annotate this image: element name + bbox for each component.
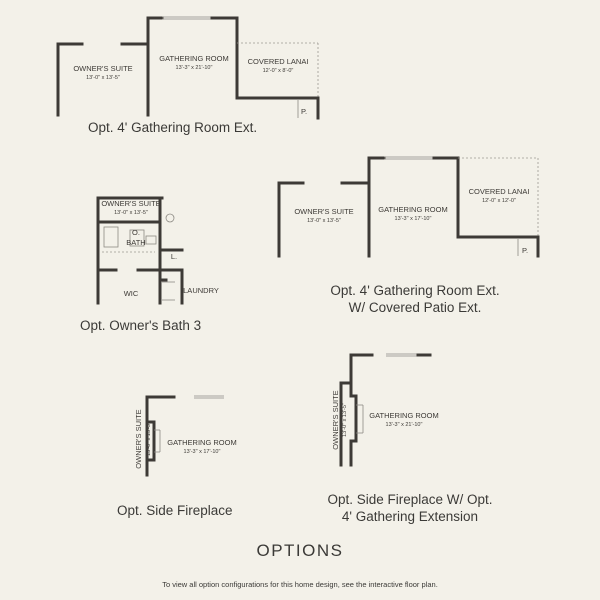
caption-line-1: Opt. Side Fireplace W/ Opt.: [327, 492, 493, 507]
owners-suite-label: OWNER'S SUITE: [101, 199, 160, 208]
gathering-room-label: GATHERING ROOM: [167, 438, 236, 447]
covered-lanai-label: COVERED LANAI: [248, 57, 309, 66]
plan-side-fireplace-gathering-ext: OWNER'S SUITE 13'-0" x 13'-5" GATHERING …: [331, 353, 439, 467]
caption-gathering-patio: Opt. 4' Gathering Room Ext. W/ Covered P…: [300, 282, 530, 316]
plan-owners-bath: OWNER'S SUITE 13'-0" x 13'-5" O. BATH L.…: [96, 196, 219, 305]
caption-side-fireplace: Opt. Side Fireplace: [117, 503, 233, 518]
caption-owners-bath: Opt. Owner's Bath 3: [80, 318, 202, 333]
owners-suite-label: OWNER'S SUITE: [331, 390, 340, 449]
owners-suite-label: OWNER'S SUITE: [73, 64, 132, 73]
pantry-label: P.: [301, 107, 307, 116]
owners-suite-dim: 13'-0" x 13'-5": [146, 422, 152, 456]
laundry-label: LAUNDRY: [183, 286, 219, 295]
linen-label: L.: [171, 252, 177, 261]
footnote: To view all option configurations for th…: [162, 580, 438, 589]
owners-bath-label-a: O.: [132, 228, 140, 237]
owners-suite-dim: 13'-0" x 13'-5": [114, 210, 148, 216]
covered-lanai-dim: 12'-0" x 8'-0": [263, 68, 294, 74]
plan-gathering-room-ext: OWNER'S SUITE 13'-0" x 13'-5" GATHERING …: [56, 16, 320, 120]
gathering-room-label: GATHERING ROOM: [159, 54, 228, 63]
gathering-room-dim: 13'-3" x 21'-10": [176, 65, 213, 71]
owners-suite-label: OWNER'S SUITE: [294, 207, 353, 216]
caption-gathering-room-ext: Opt. 4' Gathering Room Ext.: [88, 120, 258, 135]
gathering-room-dim: 13'-3" x 21'-10": [386, 422, 423, 428]
wic-label: WIC: [124, 289, 139, 298]
caption-line-2: W/ Covered Patio Ext.: [348, 300, 482, 315]
covered-lanai-label: COVERED LANAI: [469, 187, 530, 196]
plan-side-fireplace: OWNER'S SUITE 13'-0" x 13'-5" GATHERING …: [134, 395, 237, 477]
owners-suite-dim: 13'-0" x 13'-5": [86, 75, 120, 81]
gathering-room-dim: 13'-3" x 17'-10": [184, 449, 221, 455]
owners-suite-label: OWNER'S SUITE: [134, 409, 143, 468]
caption-line-2: 4' Gathering Extension: [341, 509, 479, 524]
pantry-label: P.: [522, 246, 528, 255]
gathering-room-dim: 13'-3" x 17'-10": [395, 216, 432, 222]
caption-side-fireplace-ext: Opt. Side Fireplace W/ Opt. 4' Gathering…: [310, 491, 510, 525]
gathering-room-label: GATHERING ROOM: [378, 205, 447, 214]
page-title: OPTIONS: [256, 541, 344, 560]
owners-suite-dim: 13'-0" x 13'-5": [342, 403, 348, 437]
owners-suite-dim: 13'-0" x 13'-5": [307, 218, 341, 224]
covered-lanai-dim: 12'-0" x 12'-0": [482, 198, 516, 204]
owners-bath-label-b: BATH: [126, 238, 145, 247]
caption-line-1: Opt. 4' Gathering Room Ext.: [330, 283, 500, 298]
plan-gathering-room-ext-patio: OWNER'S SUITE 13'-0" x 13'-5" GATHERING …: [277, 156, 540, 258]
gathering-room-label: GATHERING ROOM: [369, 411, 438, 420]
